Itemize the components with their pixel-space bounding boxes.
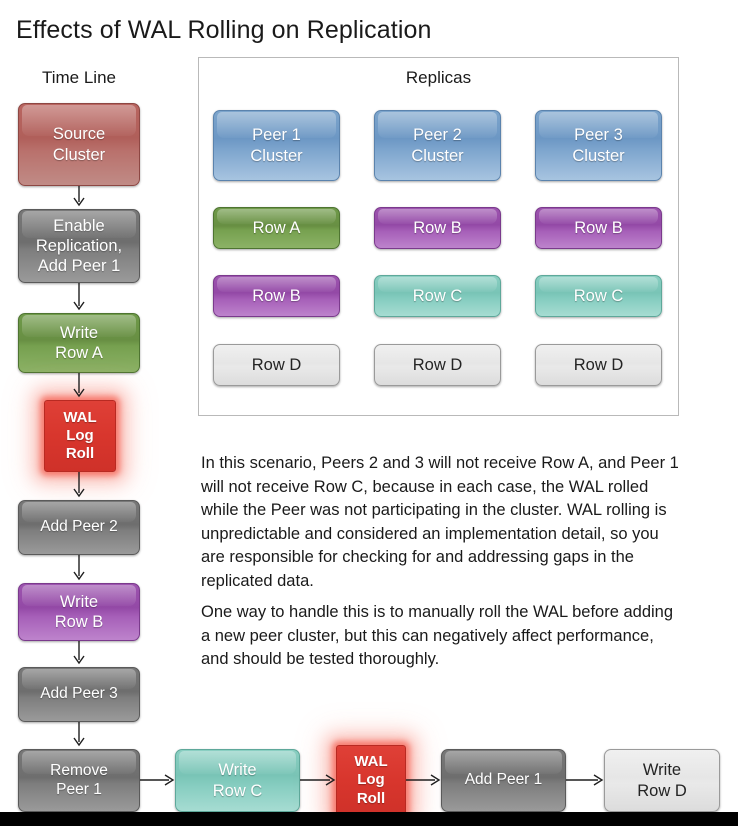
node-wal-log-roll-2[interactable]: WAL Log Roll: [336, 745, 406, 816]
node-remove-peer-1[interactable]: Remove Peer 1: [18, 749, 140, 812]
connector-add-peer-2-to-write-b: [73, 555, 85, 581]
connector-write-a-to-wal: [73, 373, 85, 398]
node-write-row-c[interactable]: Write Row C: [175, 749, 300, 812]
replica-row-p2-1[interactable]: Row B: [374, 207, 501, 249]
timeline-heading: Time Line: [41, 68, 116, 87]
connector-enable-to-write-a: [73, 283, 85, 311]
node-label: Row B: [413, 218, 462, 237]
node-label: Peer 1 Cluster: [250, 126, 303, 165]
connector-add-peer-3-to-remove-peer-1: [73, 722, 85, 747]
node-label: Write Row A: [55, 323, 103, 362]
node-label: Row D: [412, 355, 463, 374]
node-add-peer-1[interactable]: Add Peer 1: [441, 749, 566, 812]
node-label: Row C: [573, 286, 624, 305]
node-label: Enable Replication, Add Peer 1: [35, 216, 123, 276]
node-label: Add Peer 3: [40, 685, 118, 703]
replica-row-p3-1[interactable]: Row B: [535, 207, 662, 249]
node-label: Row D: [573, 355, 624, 374]
replica-row-p3-3[interactable]: Row D: [535, 344, 662, 386]
replica-cluster-peer-3[interactable]: Peer 3 Cluster: [535, 110, 662, 181]
node-label: Write Row B: [54, 592, 104, 631]
connector-add-peer-1-to-write-row-d: [566, 774, 604, 786]
node-label: Add Peer 1: [464, 771, 543, 789]
node-write-row-b[interactable]: Write Row B: [18, 583, 140, 641]
notes-paragraph-1: In this scenario, Peers 2 and 3 will not…: [201, 454, 679, 590]
node-add-peer-3[interactable]: Add Peer 3: [18, 667, 140, 722]
connector-wal-2-to-add-peer-1: [406, 774, 441, 786]
replica-row-p2-3[interactable]: Row D: [374, 344, 501, 386]
node-label: Peer 2 Cluster: [411, 126, 464, 165]
replicas-heading: Replicas: [405, 68, 472, 87]
connector-source-to-enable: [73, 186, 85, 207]
replica-row-p3-2[interactable]: Row C: [535, 275, 662, 317]
node-add-peer-2[interactable]: Add Peer 2: [18, 500, 140, 555]
notes-paragraph-2: One way to handle this is to manually ro…: [201, 603, 674, 669]
node-label: Write Row C: [212, 761, 263, 800]
connector-write-b-to-add-peer-3: [73, 641, 85, 665]
node-label: Row B: [252, 286, 301, 305]
node-label: Row D: [251, 355, 302, 374]
replica-row-p1-3[interactable]: Row D: [213, 344, 340, 386]
node-label: WAL Log Roll: [63, 408, 97, 463]
node-write-row-d[interactable]: Write Row D: [604, 749, 720, 812]
node-write-row-a[interactable]: Write Row A: [18, 313, 140, 373]
page-title: Effects of WAL Rolling on Replication: [16, 16, 432, 44]
node-label: Peer 3 Cluster: [572, 126, 625, 165]
replica-cluster-peer-1[interactable]: Peer 1 Cluster: [213, 110, 340, 181]
node-label: Row B: [574, 218, 623, 237]
replica-row-p1-1[interactable]: Row A: [213, 207, 340, 249]
connector-wal-to-add-peer-2: [73, 472, 85, 498]
node-label: Add Peer 2: [40, 518, 118, 536]
node-enable-replication[interactable]: Enable Replication, Add Peer 1: [18, 209, 140, 283]
node-wal-log-roll-1[interactable]: WAL Log Roll: [44, 400, 116, 472]
node-label: WAL Log Roll: [354, 753, 388, 807]
replica-row-p1-2[interactable]: Row B: [213, 275, 340, 317]
node-label: Source Cluster: [52, 125, 106, 164]
replica-row-p2-2[interactable]: Row C: [374, 275, 501, 317]
connector-remove-peer-1-to-write-row-c: [140, 774, 175, 786]
node-label: Write Row D: [637, 761, 687, 800]
node-label: Row A: [252, 218, 301, 237]
connector-write-row-c-to-wal-2: [300, 774, 336, 786]
node-label: Remove Peer 1: [50, 761, 108, 798]
node-source-cluster[interactable]: Source Cluster: [18, 103, 140, 186]
replica-cluster-peer-2[interactable]: Peer 2 Cluster: [374, 110, 501, 181]
bottom-bar: [0, 812, 738, 826]
node-label: Row C: [412, 286, 463, 305]
